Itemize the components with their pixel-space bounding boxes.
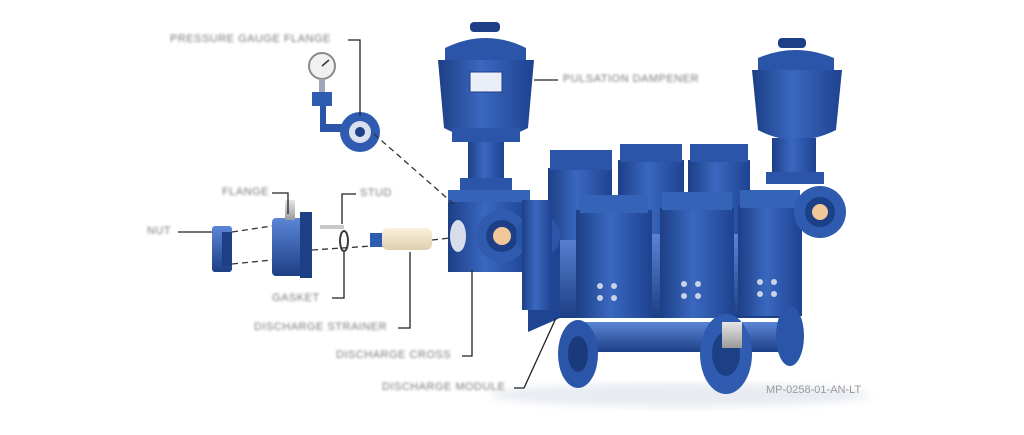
nut-part [212,226,232,272]
alignment-lines [231,133,457,265]
ground-shadow [490,383,870,407]
discharge-module-part [528,144,804,394]
callout-stud: STUD [360,187,392,199]
document-id: MP-0258-01-AN-LT [766,384,862,396]
leader-lines [178,39,558,389]
callout-pulsation-dampener: PULSATION DAMPENER [563,73,699,85]
pressure-gauge-flange-part [308,52,380,152]
callout-gasket: GASKET [272,292,320,304]
stud-part [320,225,344,229]
callout-discharge-module: DISCHARGE MODULE [382,381,506,393]
callout-discharge-strainer: DISCHARGE STRAINER [254,321,388,333]
pulsation-dampener-part [438,22,534,192]
discharge-cross-part [448,190,560,310]
callout-discharge-cross: DISCHARGE CROSS [336,349,452,361]
gasket-part [339,230,349,252]
discharge-strainer-part [370,228,432,250]
flange-part [272,200,312,278]
callout-flange: FLANGE [222,186,270,198]
callout-pressure-gauge-flange: PRESSURE GAUGE FLANGE [170,33,331,45]
callout-nut: NUT [147,225,172,237]
pulsation-dampener-right [752,38,846,238]
